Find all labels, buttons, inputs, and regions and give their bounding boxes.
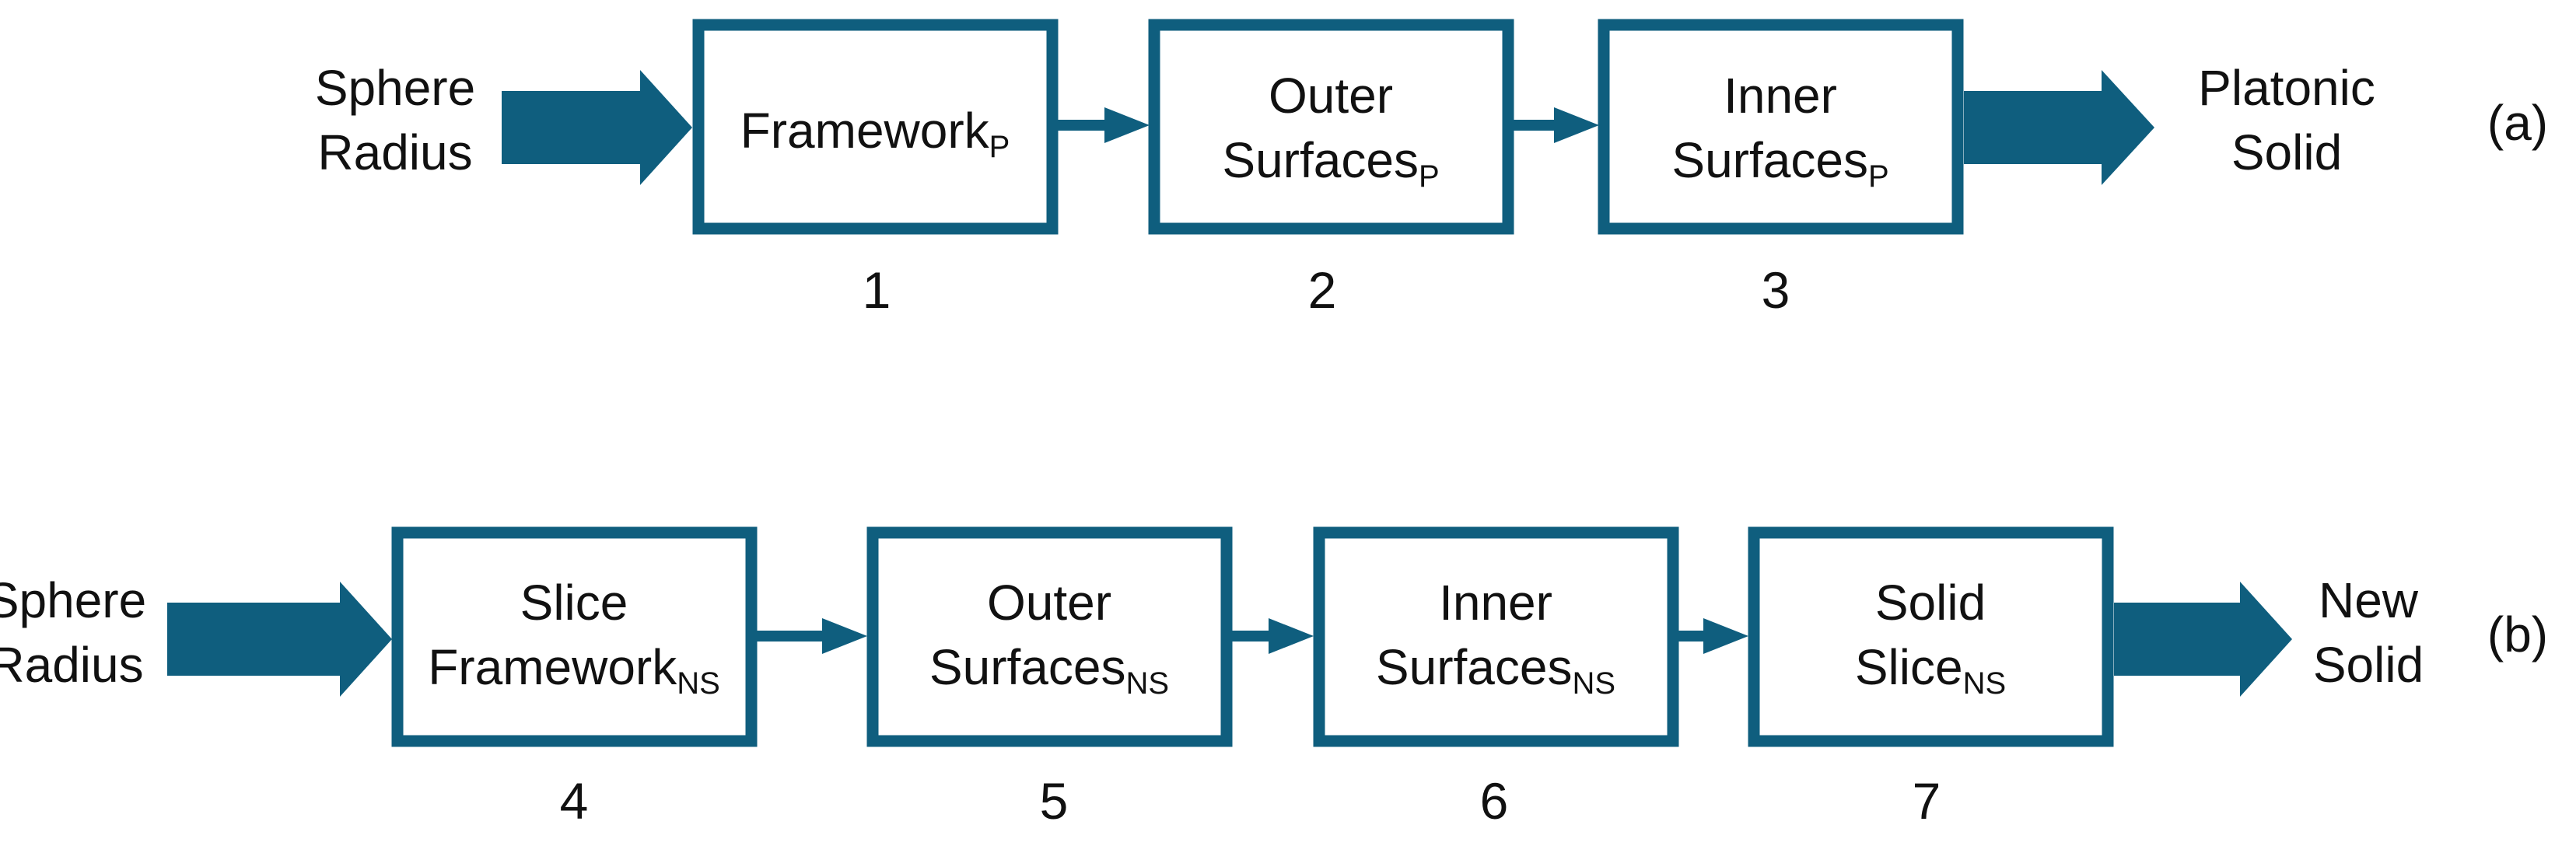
row-b-box-5-line1: Outer [987,575,1111,631]
row-a-box-3-line1: Inner [1724,68,1837,124]
row-a-output-line2: Solid [2231,124,2342,180]
row-b-input-line2: Radius [0,637,144,693]
row-a-input-line2: Radius [317,124,472,180]
row-b-box-5-number: 5 [1040,772,1069,830]
row-b: Sphere Radius Slice FrameworkNS 4 Outer … [0,526,2548,830]
row-b-box-7-line1: Solid [1875,575,1986,631]
row-b-box-6-label: SurfacesNS [1376,639,1615,701]
row-b-box-4 [391,526,758,747]
row-b-connector-4-5-head [822,618,867,654]
row-b-tag: (b) [2487,607,2548,662]
row-a-box-1-number: 1 [863,261,891,319]
row-a-box-3-label: SurfacesP [1671,132,1888,194]
row-a-input-arrow [502,70,692,185]
row-b-box-4-number: 4 [560,772,589,830]
row-a-box-3 [1598,19,1964,235]
row-b-box-5 [866,526,1233,747]
row-a-box-1 [692,19,1059,235]
row-b-output-line1: New [2319,572,2419,628]
row-b-box-4-line1: Slice [520,575,628,631]
row-a-output-arrow [1964,70,2154,185]
row-b-box-7-label: SliceNS [1855,639,2006,701]
row-a-box-2-number: 2 [1308,261,1337,319]
row-a-box-3-number: 3 [1762,261,1790,319]
row-a-box-1-label: FrameworkP [740,103,1010,164]
row-b-box-6-number: 6 [1480,772,1509,830]
row-b-box-4-label: FrameworkNS [428,639,720,701]
row-a-input-line1: Sphere [315,60,475,116]
row-b-output-line2: Solid [2313,637,2424,693]
row-b-box-6 [1313,526,1679,747]
row-b-box-5-label: SurfacesNS [929,639,1169,701]
row-a-output-line1: Platonic [2198,60,2375,116]
row-a-box-2-label: SurfacesP [1222,132,1439,194]
row-b-output-arrow [2114,582,2292,697]
row-b-connector-6-7-head [1703,618,1748,654]
row-a-connector-2-3-head [1554,107,1599,143]
row-b-input-arrow [167,582,392,697]
row-b-connector-5-6-head [1269,618,1314,654]
row-a-tag: (a) [2487,95,2548,151]
row-b-box-7-number: 7 [1913,772,1941,830]
row-b-input-line1: Sphere [0,572,146,628]
row-b-box-6-line1: Inner [1439,575,1552,631]
row-a-box-2-line1: Outer [1269,68,1393,124]
row-a-box-2 [1148,19,1514,235]
row-b-box-7 [1748,526,2114,747]
row-a: Sphere Radius FrameworkP 1 Outer Surface… [315,19,2548,319]
row-a-connector-1-2-head [1104,107,1150,143]
